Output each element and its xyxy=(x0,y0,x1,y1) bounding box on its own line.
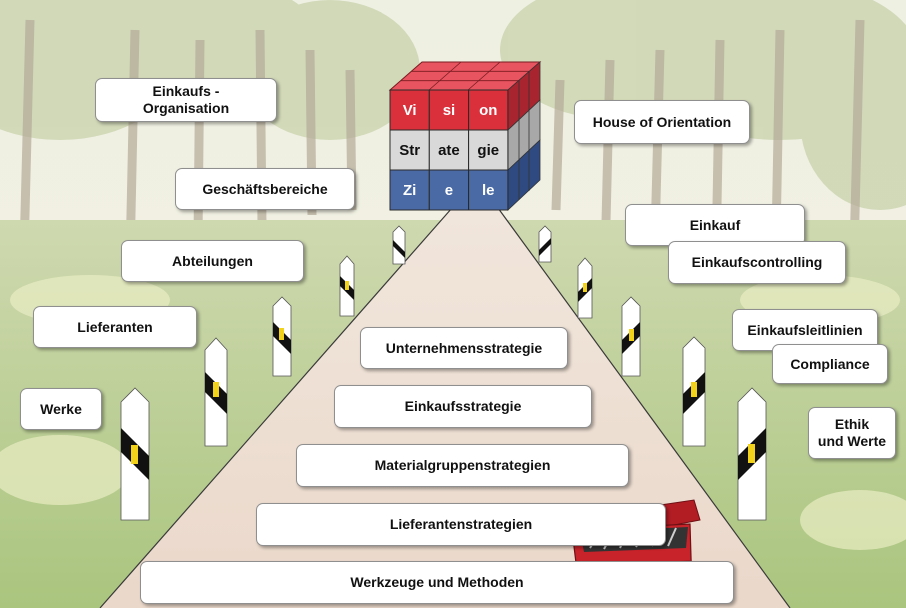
guide-post-right-1 xyxy=(538,225,552,263)
cube-side-grid xyxy=(518,71,530,200)
guide-post-right-5 xyxy=(737,387,767,521)
label-einkaufsstrategie: Einkaufsstrategie xyxy=(334,385,592,428)
cube-text-vision-1: Vi xyxy=(403,102,417,119)
label-einkaufscontrolling: Einkaufscontrolling xyxy=(668,241,846,284)
guide-post-right-3 xyxy=(621,296,641,377)
label-werkzeuge-und-methoden: Werkzeuge und Methoden xyxy=(140,561,734,604)
label-ethik-und-werte: Ethik und Werte xyxy=(808,407,896,459)
cube-cell-ziele-3 xyxy=(468,169,509,211)
guide-post-right-2 xyxy=(577,257,593,319)
guide-post-left-2 xyxy=(339,255,355,317)
cube-cell-vision-3 xyxy=(468,89,509,131)
cube-text-vision-3: on xyxy=(479,102,497,119)
label-compliance: Compliance xyxy=(772,344,888,384)
guide-post-left-3 xyxy=(272,296,292,377)
cube-text-ziele-1: Zi xyxy=(403,182,416,199)
cube-cell-ziele-2 xyxy=(428,169,470,211)
guide-post-left-5 xyxy=(120,387,150,521)
label-lieferanten: Lieferanten xyxy=(33,306,197,348)
label-einkaufs-organisation: Einkaufs - Organisation xyxy=(95,78,277,122)
road-edge-right xyxy=(497,207,791,608)
cube-text-strategie-1: Str xyxy=(399,142,420,159)
cube-text-strategie-3: gie xyxy=(477,142,499,159)
cube-cell-vision-1 xyxy=(389,89,430,131)
cube-top-grid xyxy=(400,61,530,91)
cube-text-ziele-3: le xyxy=(482,182,495,199)
cube-cell-strategie-3 xyxy=(468,129,509,171)
label-materialgruppenstrategien: Materialgruppenstrategien xyxy=(296,444,629,487)
label-unternehmensstrategie: Unternehmensstrategie xyxy=(360,327,568,369)
cube-text-ziele-2: e xyxy=(445,182,453,199)
label-house-of-orientation: House of Orientation xyxy=(574,100,750,144)
guide-post-left-4 xyxy=(204,337,228,447)
label-abteilungen: Abteilungen xyxy=(121,240,304,282)
guide-post-right-4 xyxy=(682,336,706,447)
cube-cell-strategie-1 xyxy=(389,129,430,171)
cube-cell-ziele-1 xyxy=(389,169,430,211)
label-einkauf: Einkauf xyxy=(625,204,805,246)
label-lieferantenstrategien: Lieferantenstrategien xyxy=(256,503,666,546)
label-geschaeftsbereiche: Geschäftsbereiche xyxy=(175,168,355,210)
cube-text-vision-2: si xyxy=(443,102,456,119)
guide-post-left-1 xyxy=(392,225,406,265)
cube-text-strategie-2: ate xyxy=(438,142,460,159)
road-edge-left xyxy=(99,207,453,608)
cube-cell-vision-2 xyxy=(428,89,470,131)
label-werke: Werke xyxy=(20,388,102,430)
